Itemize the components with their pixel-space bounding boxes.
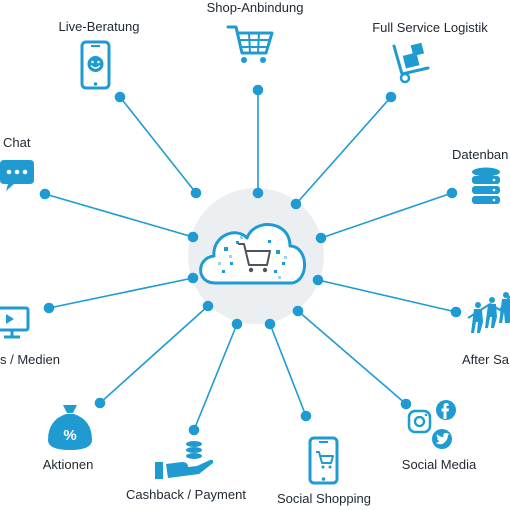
connector-medien bbox=[43, 272, 199, 314]
connector-shop-anbindung bbox=[252, 84, 264, 199]
cloud-shopping-cart-icon bbox=[199, 223, 306, 285]
social-media-icon bbox=[407, 400, 456, 449]
svg-text:%: % bbox=[63, 427, 76, 444]
growth-people-icon bbox=[467, 292, 510, 333]
database-icon bbox=[472, 167, 500, 204]
label-cashback-payment: Cashback / Payment bbox=[126, 487, 246, 502]
label-chat: Chat bbox=[3, 135, 31, 150]
monitor-play-icon bbox=[0, 306, 30, 339]
connector-aktionen bbox=[94, 300, 214, 409]
connectors bbox=[39, 84, 462, 436]
connector-after-sales bbox=[312, 274, 462, 318]
label-shop-anbindung: Shop-Anbindung bbox=[207, 0, 304, 15]
connector-social-media bbox=[292, 305, 412, 410]
label-live-beratung: Live-Beratung bbox=[59, 19, 140, 34]
label-medien: s / Medien bbox=[0, 352, 60, 367]
label-full-service-logistik: Full Service Logistik bbox=[372, 20, 488, 35]
label-aktionen: Aktionen bbox=[43, 457, 94, 472]
hand-truck-icon bbox=[392, 42, 430, 84]
connector-datenbank bbox=[315, 187, 458, 244]
label-after-sales: After Sa bbox=[462, 352, 510, 367]
label-social-media: Social Media bbox=[402, 457, 477, 472]
label-datenbank: Datenban bbox=[452, 147, 508, 162]
percent-bag-icon: % bbox=[48, 405, 92, 450]
label-social-shopping: Social Shopping bbox=[277, 491, 371, 506]
chat-bubble-icon bbox=[0, 160, 34, 191]
connector-live-beratung bbox=[114, 91, 202, 199]
hub bbox=[188, 188, 324, 324]
shopping-cart-icon bbox=[226, 25, 274, 63]
smartphone-cart-icon bbox=[308, 436, 339, 485]
connector-social-shopping bbox=[264, 318, 312, 422]
connector-cashback-payment bbox=[188, 318, 243, 436]
connector-chat bbox=[39, 188, 199, 243]
connector-full-service-logistik bbox=[290, 91, 397, 210]
hand-coins-icon bbox=[155, 441, 214, 479]
smartphone-smiley-icon bbox=[80, 40, 111, 90]
